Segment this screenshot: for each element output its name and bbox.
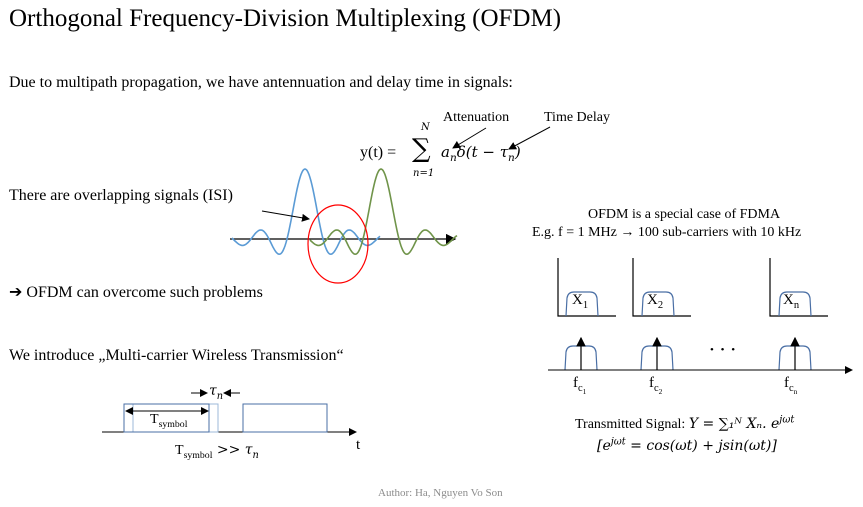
subcarrier-spectrum-shape	[565, 291, 599, 317]
sum-lower: n=1	[413, 168, 435, 179]
attenuation-label: Attenuation	[443, 110, 510, 125]
page-title: Orthogonal Frequency-Division Multiplexi…	[9, 5, 562, 32]
f-letter: f	[573, 375, 578, 391]
transmitted-exponent: jωt	[779, 414, 795, 426]
a-subscript: n	[449, 152, 457, 164]
isi-highlight-circle	[307, 204, 369, 284]
isi-arrow	[261, 210, 310, 222]
t-letter: T	[175, 443, 184, 458]
subcarrier-box-label-n: Xn	[783, 292, 800, 311]
tsymbol-relation: Tsymbol >> τn	[175, 442, 259, 461]
close-paren: )	[514, 143, 521, 161]
transmitted-formula: Y = ∑₁ᴺ Xₙ. e	[688, 416, 780, 432]
tau-subscript: n	[508, 152, 515, 164]
blue-signal-wave	[231, 168, 381, 256]
euler-exponent: jωt	[610, 436, 626, 448]
subcarrier-spectrum-axes	[557, 258, 616, 317]
attenuation-arrow	[452, 127, 487, 149]
delta-term: δ(t − τ	[456, 143, 509, 161]
t-letter: T	[150, 412, 159, 427]
subcarrier-spectrum-shape	[778, 291, 812, 317]
isi-text: There are overlapping signals (ISI)	[9, 187, 233, 204]
fdma-spectra	[557, 258, 828, 371]
a-symbol: a	[441, 143, 450, 161]
relation-text: >> τ	[212, 442, 253, 458]
time-axis-label: t	[356, 437, 361, 453]
carrier-label-n: fcn	[784, 375, 797, 395]
equation-rhs: anδ(t − τn)	[441, 143, 521, 164]
carrier-label-1: fc1	[573, 375, 586, 395]
x-letter: X	[783, 292, 794, 308]
t-sub: symbol	[183, 449, 213, 461]
euler-formula: [ejωt = cos(ωt) + jsin(ωt)]	[597, 436, 777, 454]
sum-upper: N	[421, 122, 430, 133]
intro-text: Due to multipath propagation, we have an…	[9, 74, 513, 91]
symbol-box-2	[242, 403, 328, 433]
c-letter: c	[578, 383, 583, 394]
c-letter: c	[789, 383, 794, 394]
subcarrier-spectrum-axes	[632, 258, 691, 317]
tau-label: τn	[209, 383, 224, 402]
x-letter: X	[572, 292, 583, 308]
author-footer: Author: Ha, Nguyen Vo Son	[378, 487, 503, 499]
f-letter: f	[649, 375, 654, 391]
time-delay-arrow	[508, 126, 551, 150]
ofdm-solution-text: ➔ OFDM can overcome such problems	[9, 284, 263, 301]
tau-sub: n	[216, 390, 224, 402]
tau-symbol: τ	[209, 383, 217, 399]
subcarrier-box-label-2: X2	[647, 292, 664, 311]
x-sub: 1	[582, 300, 589, 311]
carrier-label-2: fc2	[649, 375, 662, 395]
x-sub: n	[793, 300, 800, 311]
euler-rest: = cos(ωt) + jsin(ωt)]	[625, 438, 777, 454]
f-letter: f	[784, 375, 789, 391]
c-sub: n	[793, 387, 798, 397]
fdma-line-2: E.g. f = 1 MHz → 100 sub-carriers with 1…	[532, 225, 802, 240]
subcarrier-spectrum-axes	[769, 258, 828, 317]
euler-e: [e	[597, 438, 611, 454]
x-letter: X	[647, 292, 658, 308]
transmitted-label: Transmitted Signal:	[575, 417, 689, 432]
c-sub: 1	[582, 387, 587, 397]
tsymbol-label: Tsymbol	[150, 412, 188, 430]
green-signal-wave	[309, 168, 458, 256]
time-delay-label: Time Delay	[544, 110, 610, 125]
transmitted-signal: Transmitted Signal: Y = ∑₁ᴺ Xₙ. ejωt	[575, 414, 795, 433]
sum-symbol: ∑	[412, 134, 431, 164]
fdma-line-1: OFDM is a special case of FDMA	[588, 207, 781, 222]
equation-lhs: y(t) =	[360, 144, 397, 161]
relation-sub: n	[252, 449, 259, 461]
multicarrier-intro-text: We introduce „Multi-carrier Wireless Tra…	[9, 347, 344, 364]
x-sub: 2	[657, 300, 664, 311]
c-letter: c	[654, 383, 659, 394]
subcarrier-box-label-1: X1	[572, 292, 589, 311]
subcarrier-spectrum-shape	[641, 291, 675, 317]
t-sub: symbol	[158, 418, 188, 430]
symbol-box-1	[123, 403, 210, 433]
ellipsis-dots: • • •	[710, 344, 738, 356]
c-sub: 2	[658, 387, 663, 397]
